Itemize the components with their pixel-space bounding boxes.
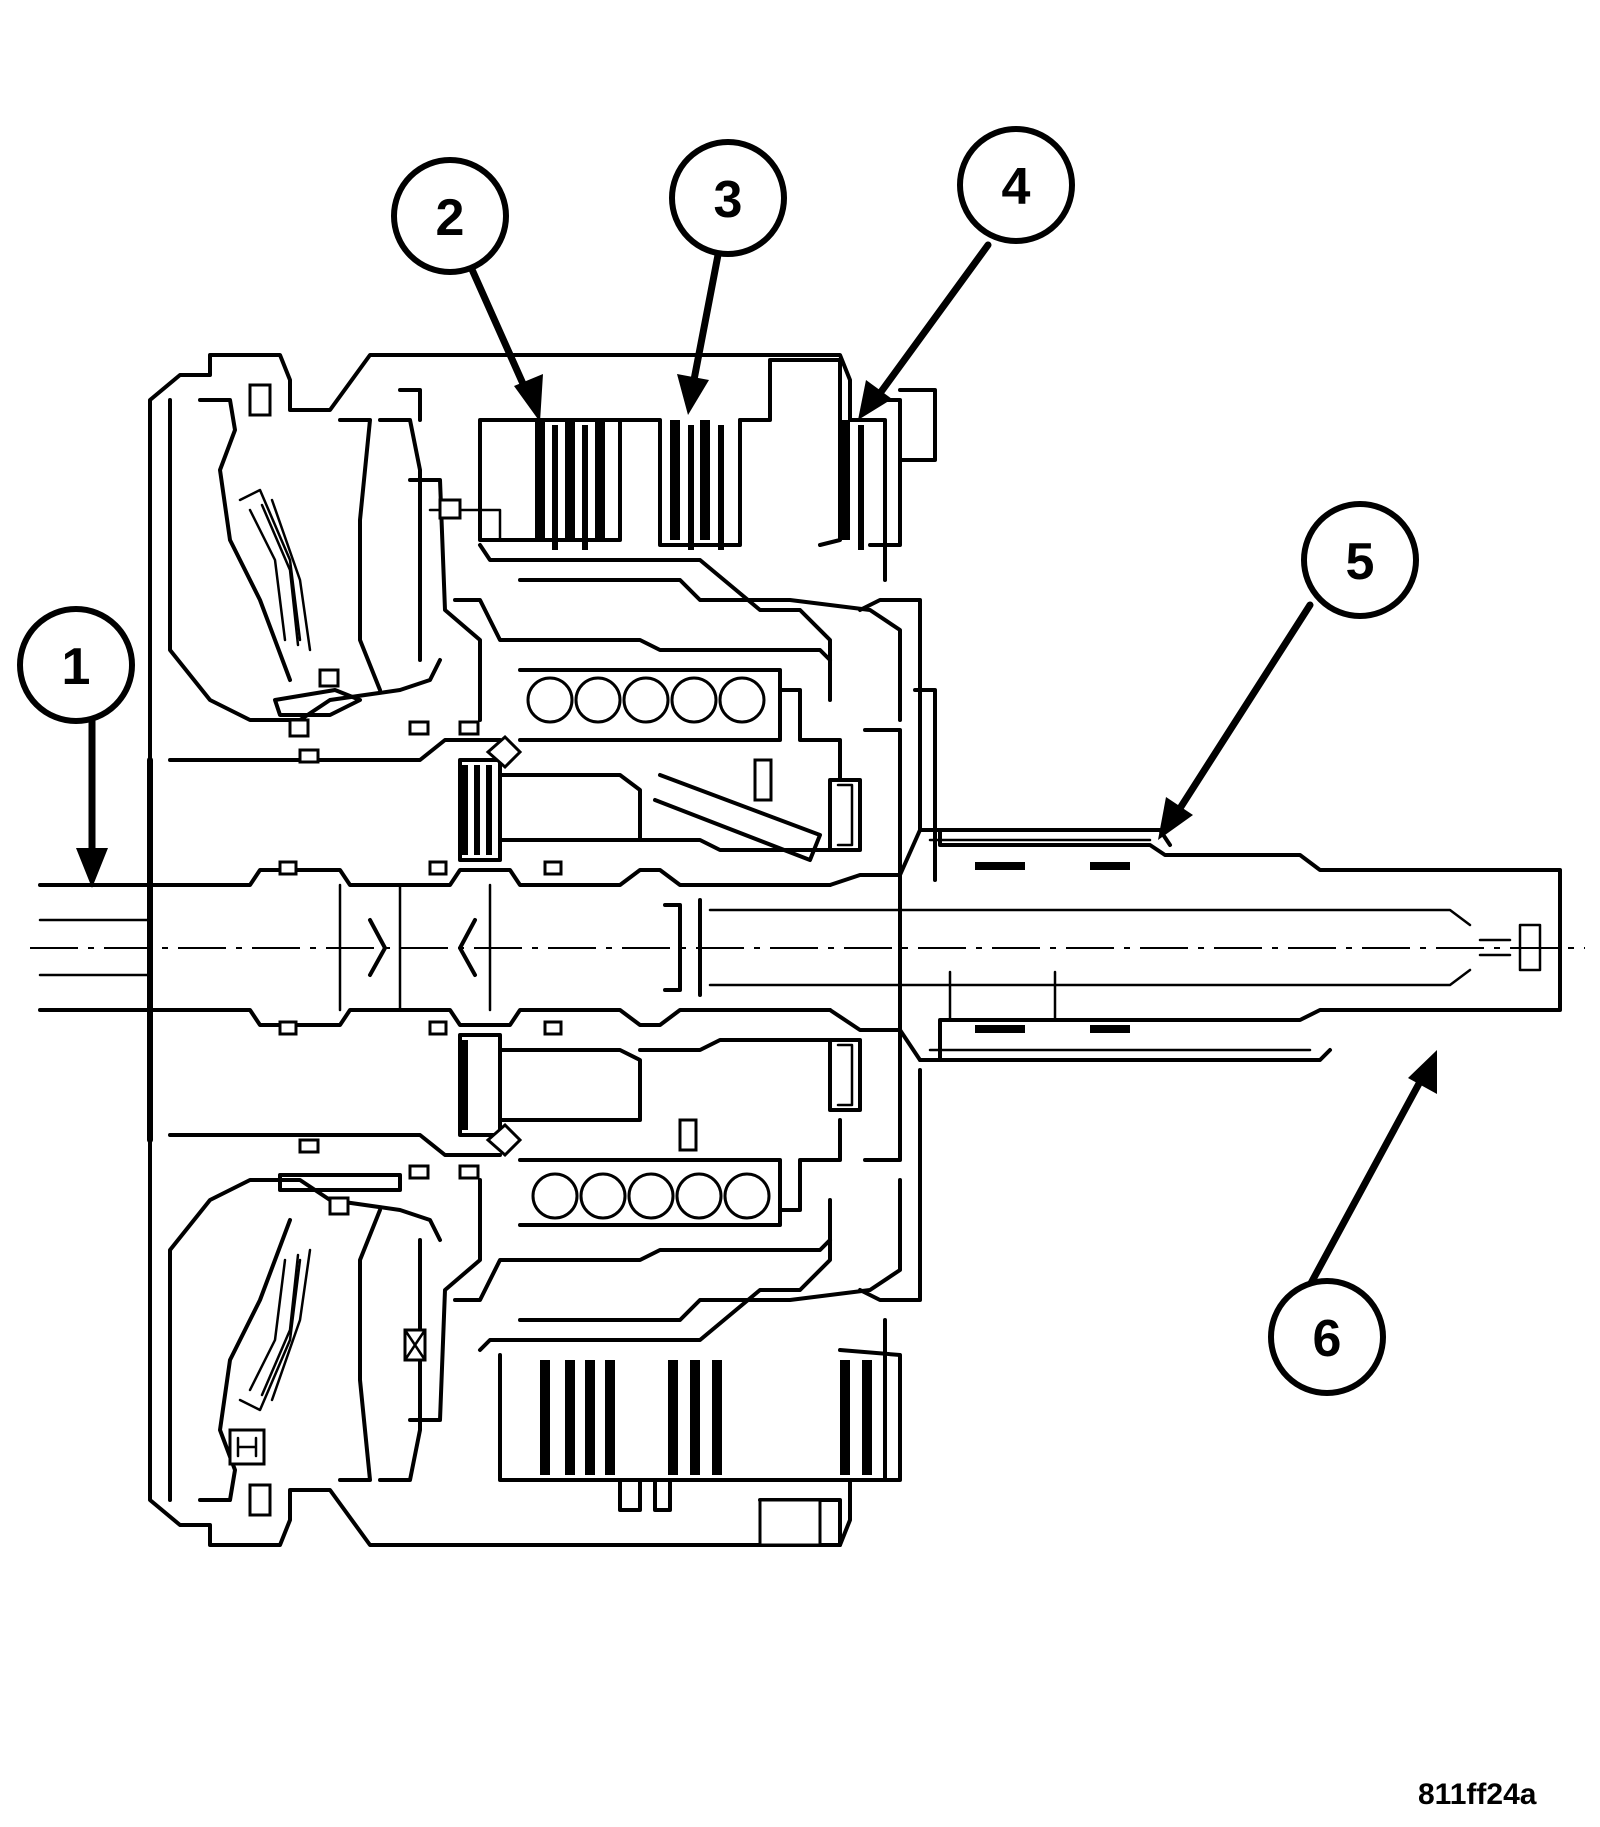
output-shaft xyxy=(698,688,1562,1162)
figure-id-label: 811ff24a xyxy=(1418,1778,1537,1811)
callout-4: 4 xyxy=(957,126,1075,244)
callout-2-label: 2 xyxy=(436,189,465,247)
callout-5-label: 5 xyxy=(1346,533,1375,591)
callout-2: 2 xyxy=(391,157,509,275)
upper-left-drum xyxy=(168,383,480,764)
outer-housing xyxy=(147,353,887,1547)
upper-inner-hubs xyxy=(408,478,922,832)
callout-1-label: 1 xyxy=(62,638,91,696)
callout-6-label: 6 xyxy=(1313,1310,1342,1368)
leader-lines xyxy=(76,241,1437,1289)
lower-clutch-packs xyxy=(498,1348,902,1547)
callout-3: 3 xyxy=(669,139,787,257)
input-shaft xyxy=(38,883,152,1012)
callout-3-label: 3 xyxy=(714,171,743,229)
callout-5: 5 xyxy=(1301,501,1419,619)
callout-4-label: 4 xyxy=(1002,158,1031,216)
lower-inner-hubs xyxy=(403,1068,922,1422)
upper-clutch-packs xyxy=(478,358,937,550)
callout-1: 1 xyxy=(17,606,135,724)
lower-left-drum xyxy=(168,1138,480,1517)
callout-6: 6 xyxy=(1268,1278,1386,1396)
